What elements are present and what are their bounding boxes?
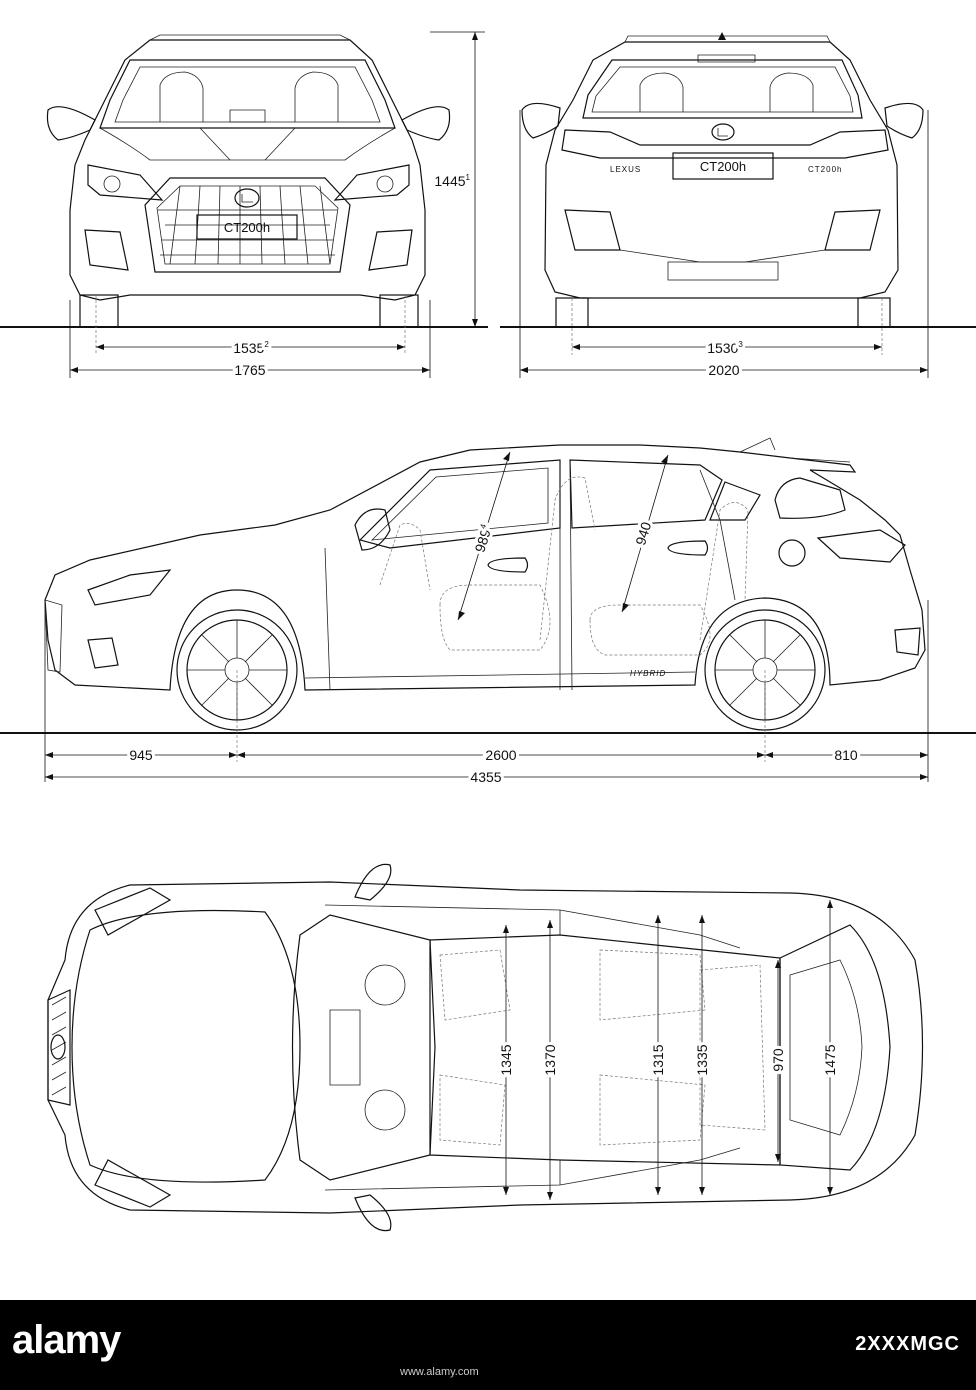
stock-id: 2XXXMGC <box>855 1333 960 1355</box>
top-dim-1475: 1475 <box>822 1044 838 1075</box>
front-view: CT200h 14451 15352 1765 <box>0 31 488 381</box>
top-dim-1335: 1335 <box>694 1044 710 1075</box>
svg-text:14451: 14451 <box>434 173 470 189</box>
watermark-url: www.alamy.com <box>400 1366 479 1378</box>
front-height-value: 1445 <box>434 173 465 189</box>
overall-length: 4355 <box>470 769 501 785</box>
front-overhang: 945 <box>129 747 153 763</box>
brand-logo: alamy <box>12 1318 121 1362</box>
rear-track-sup: 3 <box>738 340 743 349</box>
rear-plate: CT200h <box>700 159 746 174</box>
wheelbase: 2600 <box>485 747 516 763</box>
svg-text:9894: 9894 <box>472 522 496 554</box>
top-view: 1345 1370 1315 1335 970 1475 <box>47 863 924 1232</box>
door-badge: HYBRID <box>630 669 666 678</box>
rear-view: LEXUS CT200h CT200h 15303 2020 <box>500 32 976 381</box>
front-track-sup: 2 <box>264 340 269 349</box>
rear-overhang: 810 <box>834 747 858 763</box>
rear-right-badge: CT200h <box>808 165 842 174</box>
front-headroom-value: 989 <box>472 527 494 554</box>
dimension-drawing: CT200h 14451 15352 1765 <box>0 31 976 1232</box>
top-dim-1345: 1345 <box>498 1044 514 1075</box>
svg-text:15303: 15303 <box>707 340 743 356</box>
front-plate: CT200h <box>224 220 270 235</box>
front-width: 1765 <box>234 362 265 378</box>
top-dim-1370: 1370 <box>542 1044 558 1075</box>
top-dim-970: 970 <box>770 1048 786 1072</box>
side-view: HYBRID 9894 940 945 2600 810 4355 <box>0 437 976 788</box>
rear-left-badge: LEXUS <box>610 165 641 174</box>
front-height-sup: 1 <box>466 173 471 182</box>
rear-width: 2020 <box>708 362 739 378</box>
footer-bar <box>0 1300 976 1390</box>
rear-track-value: 1530 <box>707 340 738 356</box>
svg-text:15352: 15352 <box>233 340 269 356</box>
top-dim-1315: 1315 <box>650 1044 666 1075</box>
front-track-value: 1535 <box>233 340 264 356</box>
